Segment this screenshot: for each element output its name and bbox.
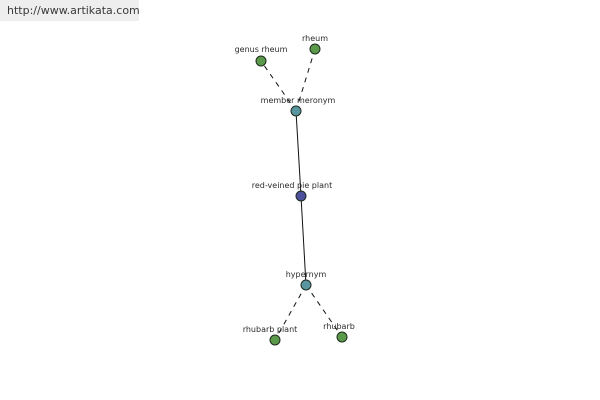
node-red-veined-pie-plant[interactable]: red-veined pie plant [252,181,332,202]
node-label-rheum: rheum [302,34,328,43]
nodes-layer: genus rheum rheum member meronym red-vei… [235,34,355,346]
node-hypernym[interactable]: hypernym [286,270,327,291]
node-circle-rheum[interactable] [309,43,321,55]
edge-member-meronym-to-rheum [295,48,316,112]
edge-center-to-member-meronym [295,110,302,197]
node-rhubarb-plant[interactable]: rhubarb plant [243,325,298,346]
node-label-member-meronym: member meronym [261,96,336,105]
node-circle-genus-rheum[interactable] [255,55,267,67]
node-member-meronym[interactable]: member meronym [261,96,336,117]
edge-hypernym-to-rhubarb-plant [274,284,307,341]
node-circle-hypernym[interactable] [300,279,312,291]
edge-hypernym-to-rhubarb [305,284,343,338]
node-circle-rhubarb[interactable] [336,331,348,343]
node-circle-member-meronym[interactable] [290,105,302,117]
node-label-genus-rheum: genus rheum [235,45,288,54]
edges-layer [260,48,343,341]
node-circle-red-veined-pie-plant[interactable] [295,190,307,202]
node-label-rhubarb-plant: rhubarb plant [243,325,298,334]
node-circle-rhubarb-plant[interactable] [269,334,281,346]
node-label-hypernym: hypernym [286,270,327,279]
node-genus-rheum[interactable]: genus rheum [235,45,288,67]
node-label-red-veined-pie-plant: red-veined pie plant [252,181,332,190]
node-rheum[interactable]: rheum [302,34,328,55]
watermark-url: http://www.artikata.com [0,0,140,21]
edge-center-to-hypernym [300,195,307,286]
edge-member-meronym-to-genus-rheum [260,60,297,112]
node-label-rhubarb: rhubarb [323,322,355,331]
node-rhubarb[interactable]: rhubarb [323,322,355,343]
